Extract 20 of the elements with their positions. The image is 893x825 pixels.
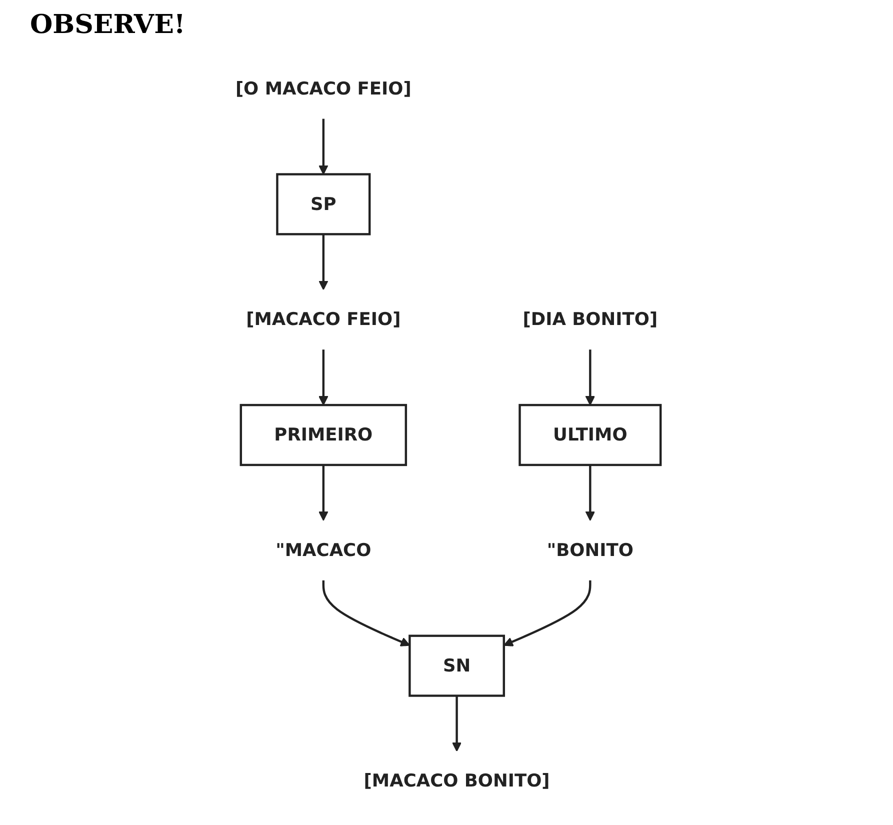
node-text: [DIA BONITO] [522, 308, 658, 330]
arrow [585, 350, 596, 406]
node-box: PRIMEIRO [240, 404, 408, 466]
title: OBSERVE! [30, 10, 186, 40]
node-box: ULTIMO [518, 404, 662, 466]
node-box: SN [408, 634, 505, 697]
node-text: "MACACO [276, 539, 372, 560]
arrow [318, 350, 328, 406]
arrow [322, 580, 410, 646]
node-box: SP [276, 173, 371, 236]
arrow [318, 118, 328, 175]
node-text: [MACACO BONITO] [364, 770, 550, 792]
node-text: "BONITO [546, 539, 634, 560]
node-text: [MACACO FEIO] [246, 308, 401, 330]
arrow [318, 464, 328, 521]
arrow [318, 234, 328, 290]
arrow [585, 464, 596, 521]
arrow [452, 696, 462, 752]
arrow [503, 580, 592, 646]
node-text: [O MACACO FEIO] [235, 78, 412, 99]
